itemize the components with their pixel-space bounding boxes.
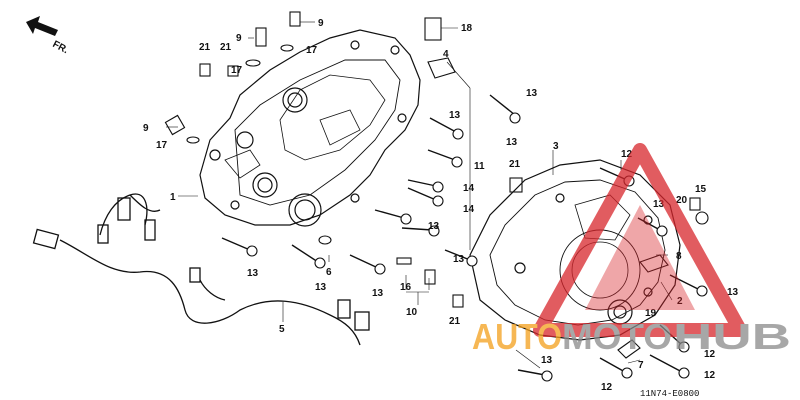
part-label-21d: 21 <box>449 316 461 327</box>
reference-code: 11N74-E0800 <box>640 389 699 399</box>
leader-lines <box>166 21 701 369</box>
watermark: AUTO MOTO HUB <box>472 143 791 357</box>
part-label-12a: 12 <box>621 149 633 160</box>
part-label-7: 7 <box>638 360 644 371</box>
part-label-17c: 17 <box>156 140 168 151</box>
part-label-21a: 21 <box>199 42 211 53</box>
bolts-drawing <box>221 94 701 376</box>
watermark-text-moto: MOTO <box>562 316 672 357</box>
part-label-3: 3 <box>553 141 559 152</box>
part-label-13e: 13 <box>453 254 465 265</box>
part-label-13b: 13 <box>449 110 461 121</box>
wire-harness-drawing <box>32 193 370 346</box>
part-labels: 1 2 3 4 5 6 7 8 9 9 9 10 11 12 12 12 12 … <box>143 18 739 393</box>
part-label-2: 2 <box>677 296 683 307</box>
crankcase-cover-drawing <box>199 29 421 227</box>
part-label-12b: 12 <box>704 349 716 360</box>
front-label: FR. <box>51 39 71 56</box>
bolt-heads-drawing <box>246 112 708 382</box>
part-label-13d: 13 <box>428 221 440 232</box>
part-label-6: 6 <box>326 267 332 278</box>
part-label-13c: 13 <box>506 137 518 148</box>
part-label-13j: 13 <box>727 287 739 298</box>
part-label-13g: 13 <box>315 282 327 293</box>
part-label-17b: 17 <box>231 65 243 76</box>
part-label-19: 19 <box>645 308 657 319</box>
part-label-15: 15 <box>695 184 707 195</box>
part-label-21b: 21 <box>220 42 232 53</box>
part-label-9c: 9 <box>143 123 149 134</box>
part-label-5: 5 <box>279 324 285 335</box>
part-label-13k: 13 <box>541 355 553 366</box>
part-label-4: 4 <box>443 49 449 60</box>
part-label-20: 20 <box>676 195 688 206</box>
part-label-14b: 14 <box>463 204 475 215</box>
part-label-21c: 21 <box>509 159 521 170</box>
part-label-12d: 12 <box>601 382 613 393</box>
watermark-text-hub: HUB <box>673 316 791 357</box>
part-label-9a: 9 <box>236 33 242 44</box>
part-label-16: 16 <box>400 282 412 293</box>
part-label-9b: 9 <box>318 18 324 29</box>
part-label-13h: 13 <box>372 288 384 299</box>
part-label-10: 10 <box>406 307 418 318</box>
part-label-18: 18 <box>461 23 473 34</box>
front-arrow-icon: FR. <box>26 16 70 56</box>
part-label-14a: 14 <box>463 183 475 194</box>
part-label-12c: 12 <box>704 370 716 381</box>
part-label-11: 11 <box>474 161 485 172</box>
warning-triangle-icon <box>533 143 747 337</box>
part-label-13f: 13 <box>247 268 259 279</box>
small-hardware-drawing <box>164 11 709 359</box>
part-label-1: 1 <box>170 192 176 203</box>
part-label-13i: 13 <box>653 199 665 210</box>
part-label-17a: 17 <box>306 45 318 56</box>
part-label-8: 8 <box>676 251 682 262</box>
watermark-text-auto: AUTO <box>472 316 562 357</box>
part-label-13a: 13 <box>526 88 538 99</box>
